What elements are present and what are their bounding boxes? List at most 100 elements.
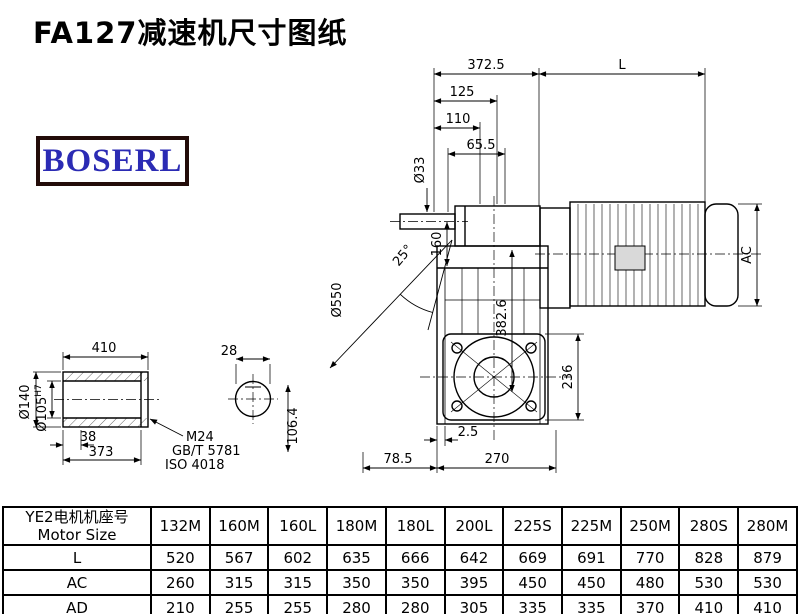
cell-L-200L: 642 [443, 544, 505, 571]
cell-AC-250M: 480 [619, 569, 681, 596]
dim-2-5: 2.5 [458, 425, 479, 440]
gearbox-upper-section [454, 205, 541, 247]
motor-terminal-box [614, 245, 646, 271]
angle-arc [399, 293, 433, 313]
logo-text: BOSERL [42, 142, 183, 179]
dim-bore-105: Ø105H7 [34, 384, 50, 432]
cell-L-180M: 635 [326, 544, 387, 571]
dim-270: 270 [485, 452, 510, 467]
dim-motor-length-L: L [618, 58, 626, 73]
dim-65-5: 65.5 [467, 138, 496, 153]
cell-AD-225S: 335 [502, 594, 564, 614]
cell-AD-280S: 410 [678, 594, 740, 614]
shaft-end-circle [234, 380, 272, 418]
dim-160: 160 [430, 232, 445, 257]
column-header-225S: 225S [502, 506, 564, 546]
column-header-160M: 160M [208, 506, 270, 546]
table-row-AC: AC 260 315 315 350 350 395 450 450 480 5… [2, 569, 798, 596]
cell-L-132M: 520 [150, 544, 211, 571]
dim-28: 28 [221, 344, 238, 359]
header-motor-size: YE2电机机座号 Motor Size [2, 506, 152, 546]
technical-drawing: 372.5 L 125 110 65.5 Ø33 160 25° Ø550 38… [18, 58, 762, 473]
cell-AC-160L: 315 [267, 569, 329, 596]
cell-AC-200L: 395 [443, 569, 505, 596]
dim-motor-dia-AC: AC [740, 246, 755, 264]
shaft-end-view [234, 380, 272, 418]
cell-AD-132M: 210 [150, 594, 211, 614]
motor-body [539, 201, 739, 309]
cell-L-180L: 666 [384, 544, 446, 571]
dim-110: 110 [446, 112, 471, 127]
table-row-AD: AD 210 255 255 280 280 305 335 335 370 4… [2, 594, 798, 614]
cell-AC-180L: 350 [384, 569, 446, 596]
bolt-hole [525, 342, 537, 354]
dim-125: 125 [450, 85, 475, 100]
cell-L-160M: 567 [208, 544, 270, 571]
bolt-hole [525, 400, 537, 412]
column-header-250M: 250M [619, 506, 681, 546]
motor-flange [539, 207, 571, 309]
dim-angle-25: 25° [390, 242, 416, 269]
table-header-row: YE2电机机座号 Motor Size 132M 160M 160L 180M … [2, 506, 798, 546]
cell-AD-160M: 255 [208, 594, 270, 614]
row-label-L: L [2, 544, 152, 571]
cell-AC-280S: 530 [678, 569, 740, 596]
dim-shaft-length-410: 410 [92, 341, 117, 356]
swing-diameter-line [329, 239, 453, 369]
cell-L-280S: 828 [678, 544, 740, 571]
cell-AD-160L: 255 [267, 594, 329, 614]
note-iso-4018: ISO 4018 [165, 458, 225, 473]
dim-236: 236 [561, 365, 576, 390]
motor-size-table: YE2电机机座号 Motor Size 132M 160M 160L 180M … [2, 506, 798, 614]
header-en: Motor Size [37, 526, 117, 544]
dim-382-6: 382.6 [495, 299, 510, 336]
cell-L-280M: 879 [737, 544, 798, 571]
output-bore-outer [453, 336, 535, 418]
column-header-180L: 180L [384, 506, 446, 546]
cell-AC-160M: 315 [208, 569, 270, 596]
row-label-AC: AC [2, 569, 152, 596]
column-header-132M: 132M [150, 506, 211, 546]
centerlines [54, 196, 762, 440]
dim-106-4: 106.4 [286, 407, 301, 444]
cell-AD-180L: 280 [384, 594, 446, 614]
page-title: FA127减速机尺寸图纸 [33, 16, 348, 50]
cell-AC-280M: 530 [737, 569, 798, 596]
boserl-logo: BOSERL [36, 136, 189, 186]
dim-shaft-dia-140: Ø140 [18, 384, 33, 419]
input-shaft [399, 213, 456, 230]
output-flange [442, 333, 546, 421]
header-cn: YE2电机机座号 [25, 508, 129, 526]
table-row-L: L 520 567 602 635 666 642 669 691 770 82… [2, 544, 798, 571]
hollow-shaft-detail [62, 371, 149, 428]
cell-AD-180M: 280 [326, 594, 387, 614]
bolt-hole [451, 342, 463, 354]
extension-lines [33, 68, 762, 473]
row-label-AD: AD [2, 594, 152, 614]
gearbox-main-housing [436, 245, 549, 425]
column-header-280M: 280M [737, 506, 798, 546]
dimension-lines [33, 71, 760, 471]
cell-AC-180M: 350 [326, 569, 387, 596]
column-header-160L: 160L [267, 506, 329, 546]
cell-AD-280M: 410 [737, 594, 798, 614]
column-header-180M: 180M [326, 506, 387, 546]
motor-fan-cover [704, 203, 739, 307]
column-header-225M: 225M [561, 506, 622, 546]
motor-fins [577, 204, 699, 306]
dim-shaft-dia-33: Ø33 [413, 157, 428, 184]
cell-AD-250M: 370 [619, 594, 681, 614]
dim-key-38: 38 [80, 430, 97, 445]
cell-AC-225S: 450 [502, 569, 564, 596]
column-header-200L: 200L [443, 506, 505, 546]
dim-swing-dia-550: Ø550 [330, 282, 345, 317]
dim-105-tolerance: H7 [34, 384, 44, 397]
cell-AD-225M: 335 [561, 594, 622, 614]
dim-78-5: 78.5 [384, 452, 413, 467]
dim-373: 373 [89, 445, 114, 460]
dim-372-5: 372.5 [467, 58, 504, 73]
note-m24: M24 [186, 430, 214, 445]
cell-AD-200L: 305 [443, 594, 505, 614]
cell-L-225M: 691 [561, 544, 622, 571]
